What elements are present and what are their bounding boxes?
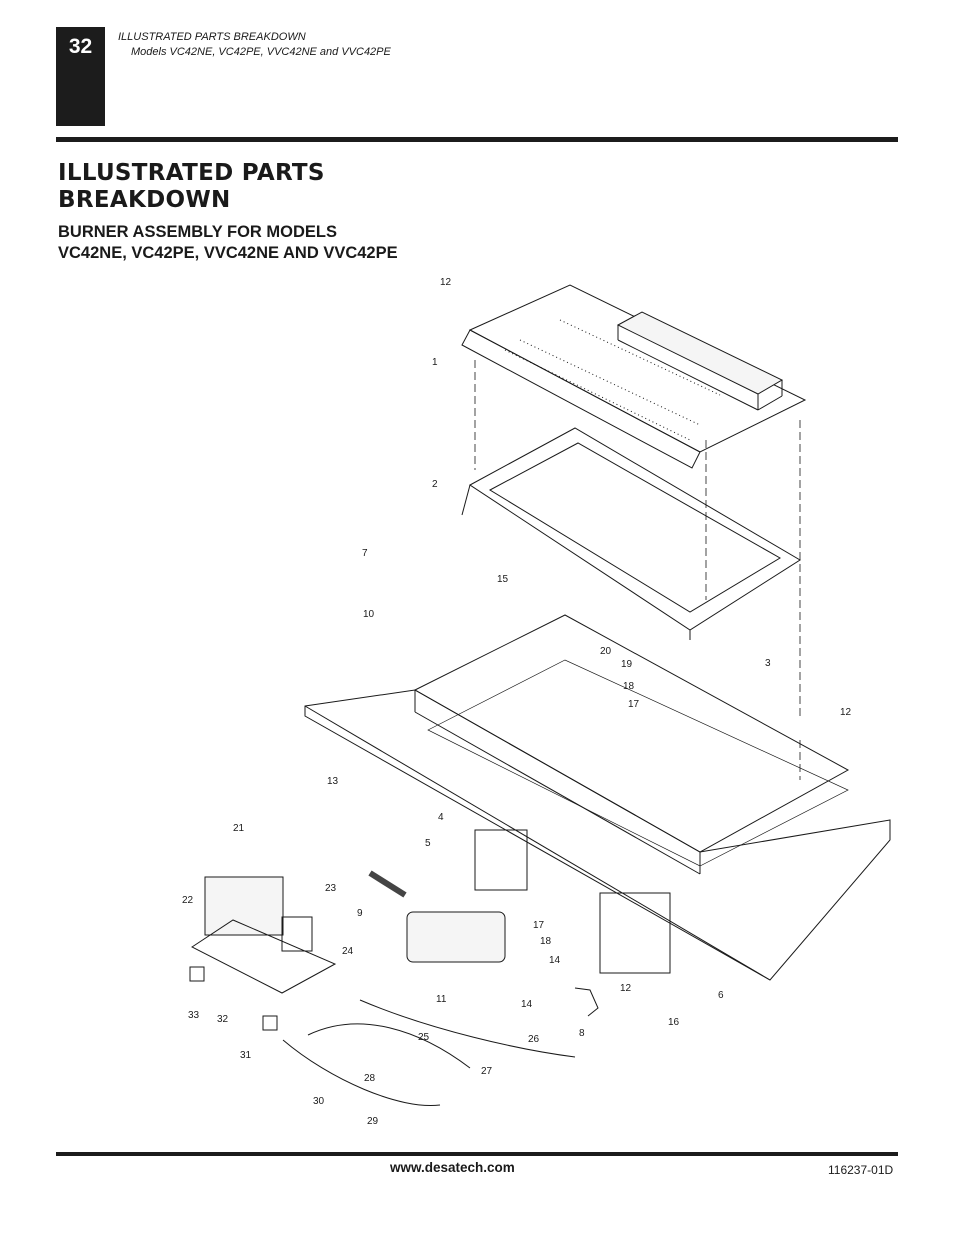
page-number: 32: [68, 35, 93, 58]
callout-label: 12: [620, 983, 632, 994]
callout-label: 2: [432, 479, 438, 490]
callout-label: 13: [327, 776, 339, 787]
callout-label: 16: [668, 1017, 680, 1028]
callout-label: 32: [217, 1014, 229, 1025]
subtitle-line-2: VC42NE, VC42PE, VVC42NE AND VVC42PE: [58, 244, 398, 262]
callout-label: 27: [481, 1066, 493, 1077]
callout-label: 14: [521, 999, 533, 1010]
gas-valve-and-controls: [189, 829, 671, 1107]
running-head: ILLUSTRATED PARTS BREAKDOWN Models VC42N…: [118, 30, 391, 60]
section-subtitle: BURNER ASSEMBLY FOR MODELS VC42NE, VC42P…: [58, 222, 398, 264]
callout-label: 29: [367, 1116, 379, 1127]
top-panel: [461, 284, 807, 469]
callout-label: 12: [840, 707, 852, 718]
subtitle-line-1: BURNER ASSEMBLY FOR MODELS: [58, 223, 338, 241]
mounting-frame: [461, 427, 801, 640]
burner-assembly: [304, 614, 891, 981]
callout-labels: 12 1 2 7 15 10 20 19 18 17 3 12 13 4 5 2…: [182, 277, 852, 1127]
callout-label: 28: [364, 1073, 376, 1084]
callout-label: 20: [600, 646, 612, 657]
callout-label: 3: [765, 658, 771, 669]
callout-label: 10: [363, 609, 375, 620]
callout-label: 31: [240, 1050, 252, 1061]
callout-label: 4: [438, 812, 444, 823]
running-head-models: Models VC42NE, VC42PE, VVC42NE and VVC42…: [131, 46, 391, 58]
callout-label: 17: [533, 920, 545, 931]
callout-label: 21: [233, 823, 245, 834]
bottom-rule: [56, 1152, 898, 1156]
top-rule: [56, 137, 898, 142]
callout-label: 25: [418, 1032, 430, 1043]
website-url[interactable]: www.desatech.com: [390, 1160, 515, 1175]
document-number: 116237-01D: [828, 1163, 894, 1177]
callout-label: 22: [182, 895, 194, 906]
callout-label: 23: [325, 883, 337, 894]
callout-label: 11: [436, 994, 447, 1005]
title-line-2: BREAKDOWN: [58, 187, 231, 213]
callout-label: 7: [362, 548, 368, 559]
callout-label: 24: [342, 946, 354, 957]
callout-label: 5: [425, 838, 431, 849]
callout-label: 26: [528, 1034, 540, 1045]
callout-label: 18: [540, 936, 552, 947]
callout-label: 15: [497, 574, 509, 585]
callout-label: 1: [432, 357, 438, 368]
title-line-1: ILLUSTRATED PARTS: [58, 160, 325, 186]
callout-label: 17: [628, 699, 640, 710]
callout-label: 8: [579, 1028, 585, 1039]
callout-label: 14: [549, 955, 561, 966]
callout-label: 12: [440, 277, 452, 288]
callout-label: 6: [718, 990, 724, 1001]
dashed-alignment-lines: [474, 360, 801, 780]
callout-label: 9: [357, 908, 363, 919]
callout-label: 19: [621, 659, 633, 670]
callout-label: 33: [188, 1010, 200, 1021]
callout-label: 18: [623, 681, 635, 692]
callout-label: 30: [313, 1096, 325, 1107]
running-head-title: ILLUSTRATED PARTS BREAKDOWN: [118, 31, 306, 43]
page-title: ILLUSTRATED PARTS BREAKDOWN: [58, 160, 325, 214]
page-number-tab: 32: [56, 27, 105, 126]
